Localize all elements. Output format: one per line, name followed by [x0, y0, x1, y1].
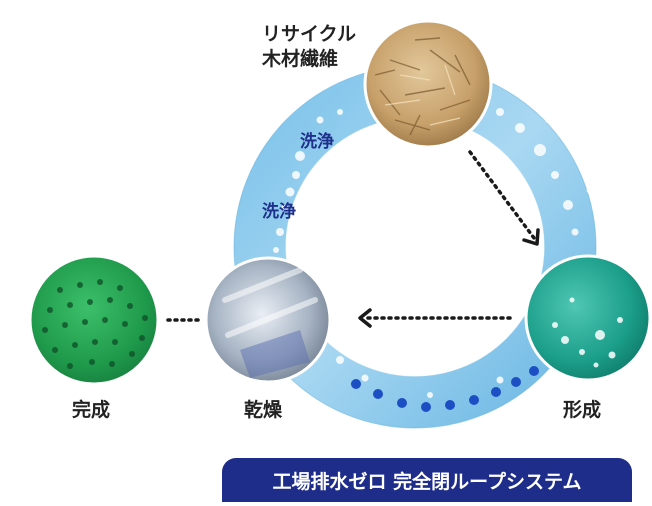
arrow-forming-to-drying [358, 308, 512, 328]
forming-image [524, 254, 652, 382]
drying-image [204, 256, 332, 384]
label-wash-2: 洗浄 [262, 202, 296, 222]
flow-dots [351, 366, 539, 412]
closed-loop-banner: 工場排水ゼロ 完全閉ループシステム [222, 458, 632, 502]
label-recycled-wood-fiber-line1: リサイクル [262, 23, 357, 45]
label-drying: 乾燥 [244, 399, 283, 421]
water-droplets [273, 108, 594, 398]
label-recycled-wood-fiber-line2: 木材繊維 [262, 48, 339, 70]
label-finished: 完成 [72, 399, 111, 421]
label-forming: 形成 [563, 399, 602, 421]
label-wash-1: 洗浄 [300, 132, 334, 152]
wood-fiber-image [363, 19, 493, 149]
arrow-wood-to-forming [468, 150, 540, 246]
finished-image [28, 254, 160, 386]
